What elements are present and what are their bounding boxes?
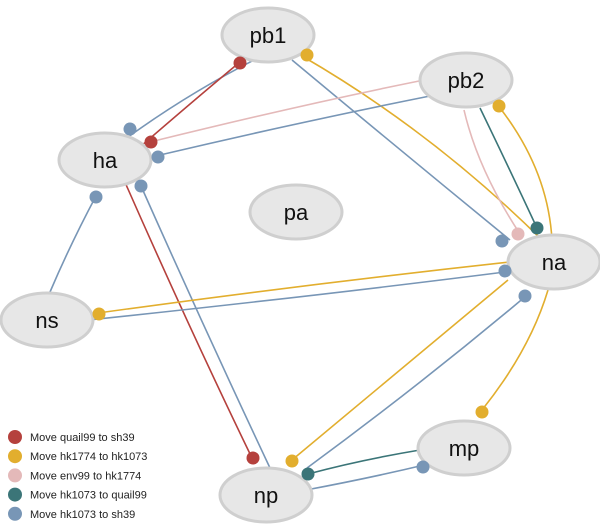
node-mp: mp <box>416 419 512 477</box>
edges-layer <box>49 51 553 491</box>
edge-na-np-hk1774_hk1073 <box>291 279 509 461</box>
edge-endpoint-dots <box>89 48 544 481</box>
edge-pb2-ha-hk1073_sh39 <box>159 95 431 156</box>
edge-pb2-na-hk1073_quail <box>479 107 538 229</box>
edge-na-np-hk1073_sh39 <box>306 295 527 469</box>
edge-pb2-ha-env_hk1774 <box>149 79 425 143</box>
node-pa-shape <box>248 183 344 241</box>
node-pb2-label: pb2 <box>448 68 485 93</box>
node-ns-label: ns <box>35 308 58 333</box>
edge-dot-ha-ns-hk1073_sh39 <box>89 190 103 204</box>
edge-mp-np-hk1073_sh39 <box>305 464 425 491</box>
node-np-shape <box>218 466 314 524</box>
node-np-label: np <box>254 483 278 508</box>
edge-dot-ha-np-hk1073_sh39 <box>134 179 148 193</box>
edge-pb2-na-env_hk1774 <box>463 109 521 235</box>
node-pa-label: pa <box>284 200 309 225</box>
node-np: np <box>218 466 314 524</box>
node-pb2-shape <box>418 51 514 109</box>
edge-dot-ha-np-quail_sh39 <box>246 451 260 465</box>
legend-label: Move env99 to hk1774 <box>30 470 141 482</box>
nodes-layer: pb1 pb2 ha pa na ns mp np <box>0 6 600 524</box>
node-pb1: pb1 <box>220 6 316 64</box>
edge-na-ns-hk1073_sh39 <box>59 271 506 324</box>
edge-ha-np-quail_sh39 <box>123 179 253 459</box>
node-pb1-label: pb1 <box>250 23 287 48</box>
edge-dot-na-np-hk1073_sh39 <box>518 289 532 303</box>
edge-dot-pb1-ha-quail_sh39 <box>233 56 247 70</box>
edge-dot-pb1-ha-hk1073_sh39 <box>123 122 137 136</box>
node-ha: ha <box>57 131 153 189</box>
edge-dot-ha-pb1-quail_sh39 <box>144 135 158 149</box>
legend-label: Move hk1073 to sh39 <box>30 509 135 521</box>
edge-dot-na-mp-hk1774_hk1073 <box>475 405 489 419</box>
edge-dot-mp-np-hk1073_sh39 <box>416 460 430 474</box>
edge-dot-mp-np-hk1073_quail <box>301 467 315 481</box>
legend-item: Move env99 to hk1774 <box>8 468 141 483</box>
edge-dot-na-ns-hk1774_hk1073 <box>92 307 106 321</box>
edge-dot-pb1-na-hk1774_hk1073 <box>300 48 314 62</box>
edge-dot-pb2-na-env_hk1774 <box>511 227 525 241</box>
edge-dot-pb1-na-hk1073_sh39 <box>495 234 509 248</box>
legend-item: Move hk1073 to quail99 <box>8 487 147 502</box>
node-na: na <box>506 233 600 291</box>
legend-label: Move hk1073 to quail99 <box>30 490 147 502</box>
node-pb1-shape <box>220 6 316 64</box>
legend-swatch <box>8 506 22 521</box>
node-ns: ns <box>0 291 95 349</box>
legend-item: Move hk1774 to hk1073 <box>8 449 147 464</box>
edge-pb2-na-hk1774_hk1073 <box>499 107 553 241</box>
legend-label: Move hk1774 to hk1073 <box>30 451 147 463</box>
node-na-label: na <box>542 250 567 275</box>
edge-na-mp-hk1774_hk1073 <box>481 289 549 411</box>
node-mp-shape <box>416 419 512 477</box>
legend-label: Move quail99 to sh39 <box>30 432 135 444</box>
edge-dot-na-np-hk1774_hk1073 <box>285 454 299 468</box>
edge-ha-np-hk1073_sh39 <box>140 185 271 469</box>
legend-swatch <box>8 487 22 502</box>
edge-dot-pb2-na-hk1073_quail <box>530 221 544 235</box>
node-ha-shape <box>57 131 153 189</box>
edge-dot-pb2-na-hk1774_hk1073 <box>492 99 506 113</box>
legend-item: Move quail99 to sh39 <box>8 430 135 444</box>
edge-pb1-na-hk1774_hk1073 <box>301 55 541 239</box>
legend-swatch <box>8 449 22 464</box>
node-na-shape <box>506 233 600 291</box>
node-pa: pa <box>248 183 344 241</box>
node-ha-label: ha <box>93 148 118 173</box>
edge-dot-pb2-ha-hk1073_sh39 <box>151 150 165 164</box>
edge-ha-ns-hk1073_sh39 <box>49 195 97 293</box>
edge-na-ns-hk1774_hk1073 <box>97 261 511 314</box>
legend-swatch <box>8 468 22 483</box>
node-ns-shape <box>0 291 95 349</box>
edge-pb1-na-hk1073_sh39 <box>291 59 511 241</box>
edge-mp-np-hk1073_quail <box>307 449 421 475</box>
node-pb2: pb2 <box>418 51 514 109</box>
edge-dot-na-ns-hk1073_sh39 <box>498 264 512 278</box>
node-mp-label: mp <box>449 436 480 461</box>
legend-swatch <box>8 430 22 444</box>
legend-item: Move hk1073 to sh39 <box>8 506 135 521</box>
